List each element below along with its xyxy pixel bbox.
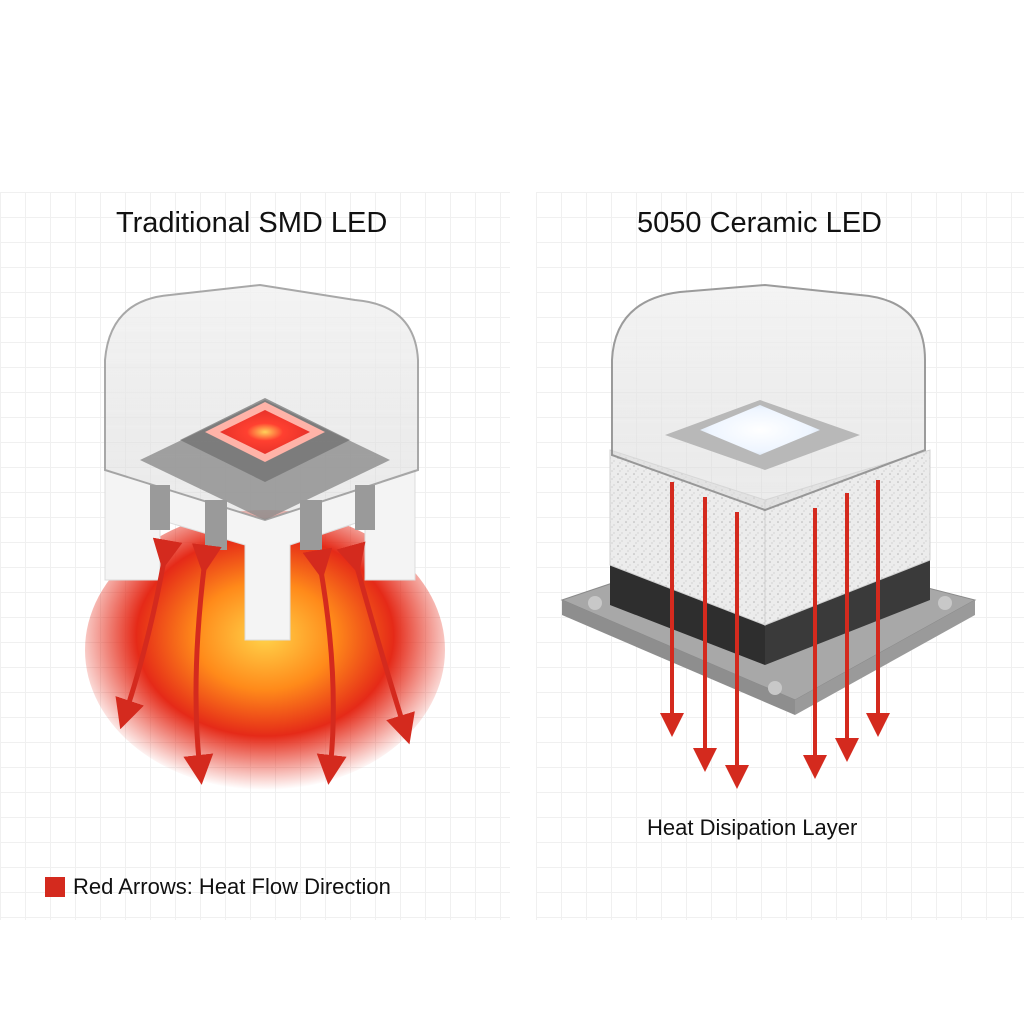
heat-arrows-downward	[660, 480, 890, 789]
traditional-smd-led-illustration	[85, 283, 445, 790]
white-led-chip	[700, 405, 820, 455]
ceramic-led-illustration	[560, 283, 977, 789]
red-led-chip	[220, 410, 310, 454]
legend: Red Arrows: Heat Flow Direction	[45, 874, 391, 900]
ceramic-led-title: 5050 Ceramic LED	[637, 207, 882, 239]
legend-text: Red Arrows: Heat Flow Direction	[73, 874, 391, 899]
traditional-smd-led-title: Traditional SMD LED	[116, 207, 388, 239]
heat-arrows-scattered	[115, 537, 415, 785]
heat-dissipation-layer-label: Heat Disipation Layer	[647, 815, 858, 840]
red-swatch-icon	[45, 877, 65, 897]
clear-dome	[611, 283, 926, 512]
